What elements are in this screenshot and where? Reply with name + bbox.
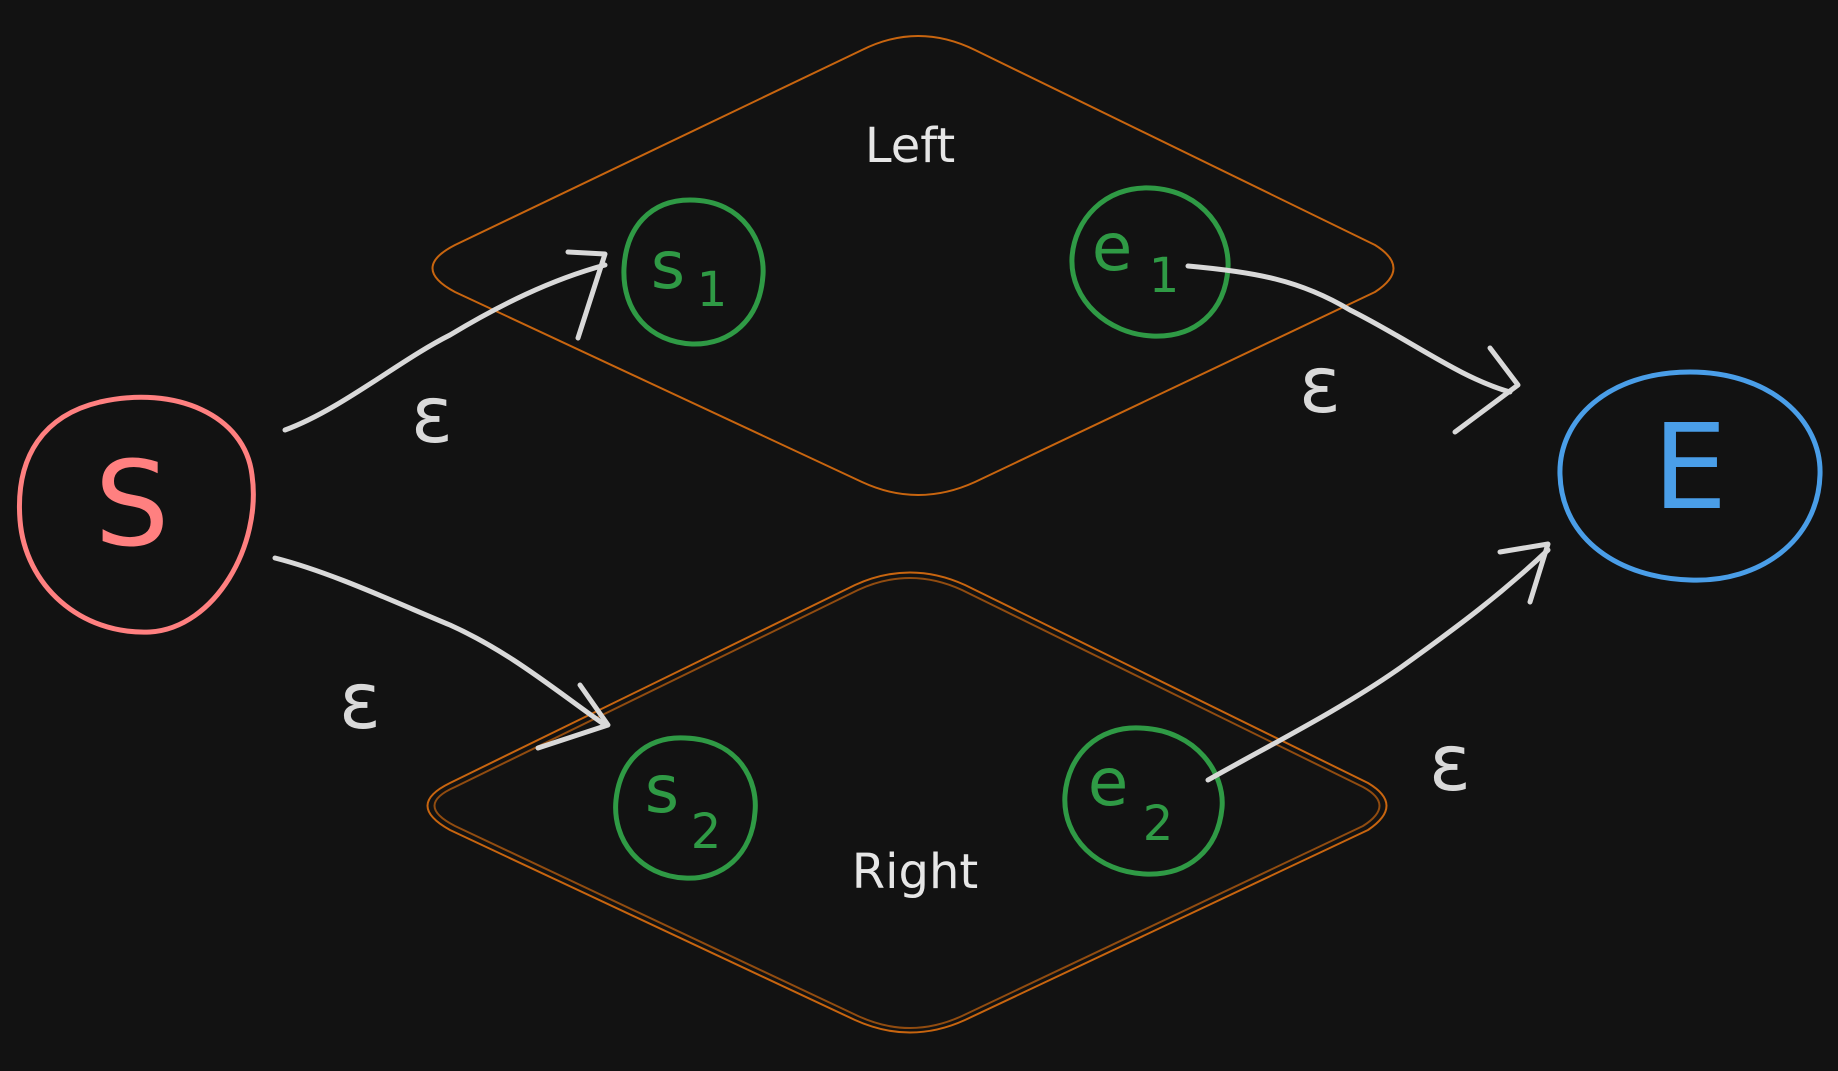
edge-e2-to-end-arrowhead	[1497, 541, 1551, 605]
edge-start-to-s2-arrowhead	[535, 682, 611, 751]
edge-e1-to-end-arrowhead	[1452, 345, 1521, 435]
edge-start-to-s1-label: ε	[411, 371, 453, 461]
s2-node-main: s	[645, 751, 679, 828]
right-region: Right	[426, 571, 1388, 1034]
s1-node: s 1	[621, 197, 766, 347]
edge-e1-to-end: ε	[1185, 263, 1521, 435]
edge-e1-to-end-label: ε	[1299, 341, 1341, 431]
start-node-label: S	[95, 435, 170, 573]
edge-e2-to-end-line	[1205, 547, 1551, 783]
end-node-circle	[1557, 369, 1823, 583]
s1-node-sub: 1	[697, 262, 728, 318]
s2-node: s 2	[613, 735, 758, 881]
s2-node-circle	[613, 735, 758, 881]
edge-start-to-s1: ε	[282, 249, 608, 461]
s1-node-circle	[621, 197, 766, 347]
edge-start-to-s1-arrowhead	[565, 249, 608, 341]
e1-node-main: e	[1092, 209, 1133, 286]
e1-node: e 1	[1069, 185, 1231, 339]
e2-node-sub: 2	[1143, 796, 1174, 852]
right-region-label: Right	[852, 844, 978, 900]
end-node-label: E	[1653, 398, 1728, 536]
left-region-label: Left	[865, 118, 955, 174]
right-region-diamond	[426, 571, 1388, 1034]
left-region: Left	[431, 35, 1395, 496]
e1-node-circle	[1069, 185, 1231, 339]
edge-start-to-s2: ε	[272, 555, 611, 751]
edge-e2-to-end-label: ε	[1429, 719, 1471, 809]
e2-node-main: e	[1088, 744, 1129, 821]
end-node: E	[1557, 369, 1823, 583]
edge-e2-to-end: ε	[1205, 541, 1551, 809]
s2-node-sub: 2	[691, 804, 722, 860]
edge-start-to-s1-line	[282, 262, 608, 433]
edge-start-to-s2-label: ε	[339, 657, 381, 747]
e2-node: e 2	[1062, 725, 1225, 877]
edge-start-to-s2-line	[272, 555, 608, 728]
s1-node-main: s	[651, 227, 685, 304]
start-node: S	[16, 394, 256, 635]
start-node-circle	[16, 394, 256, 635]
edge-e1-to-end-line	[1185, 263, 1513, 395]
left-region-diamond	[431, 35, 1395, 496]
right-region-diamond-echo	[433, 577, 1381, 1029]
e1-node-sub: 1	[1149, 248, 1180, 304]
